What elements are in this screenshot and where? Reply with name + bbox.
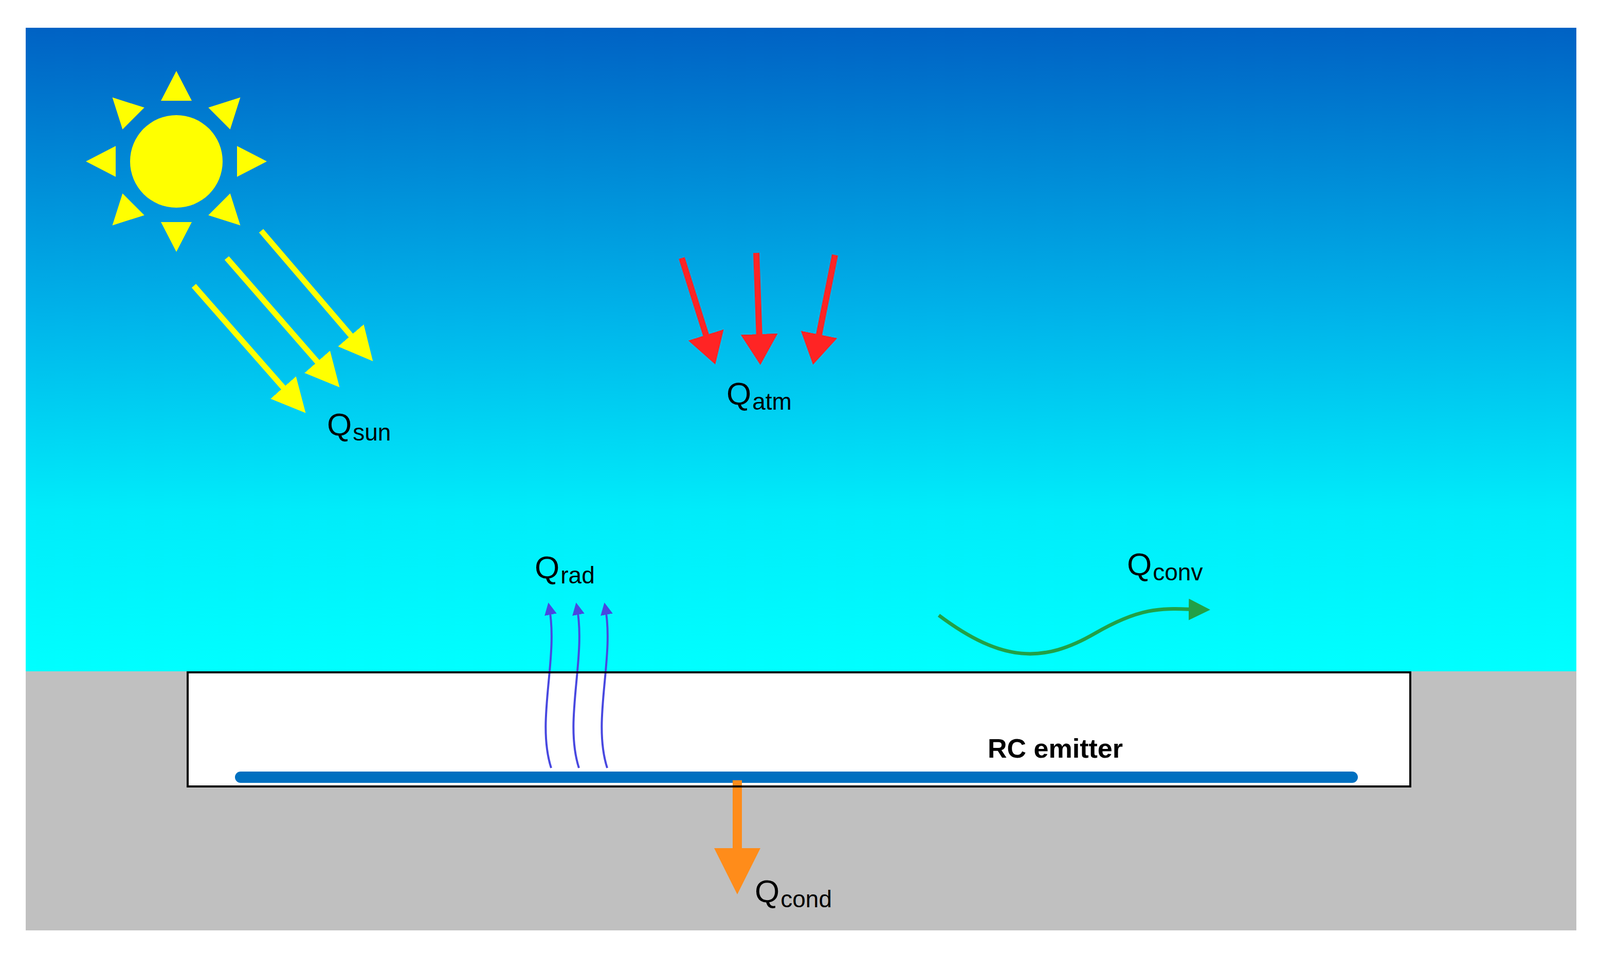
subscript: cond bbox=[780, 886, 832, 913]
conduction-arrow bbox=[714, 780, 761, 895]
radiation-arrows bbox=[545, 606, 608, 769]
sky bbox=[25, 27, 1577, 672]
atmosphere-arrows bbox=[681, 252, 835, 353]
quantity-symbol: Q bbox=[326, 407, 352, 443]
subscript: atm bbox=[752, 388, 792, 415]
ground bbox=[25, 671, 1577, 931]
subscript: sun bbox=[352, 419, 391, 446]
sun bbox=[85, 70, 267, 252]
quantity-symbol: Q bbox=[726, 376, 752, 412]
emitter-housing bbox=[187, 672, 1411, 787]
solar-arrows bbox=[193, 230, 366, 405]
subscript: rad bbox=[560, 562, 595, 589]
convection-arrow bbox=[938, 609, 1204, 654]
emitter-plate bbox=[240, 771, 1353, 784]
quantity-symbol: Q bbox=[1126, 547, 1152, 583]
subscript: conv bbox=[1152, 559, 1203, 586]
emitter-box: RC emitter bbox=[186, 671, 1412, 788]
emitter-label: RC emitter bbox=[987, 734, 1123, 764]
quantity-symbol: Q bbox=[534, 550, 560, 586]
quantity-symbol: Q bbox=[754, 874, 780, 909]
